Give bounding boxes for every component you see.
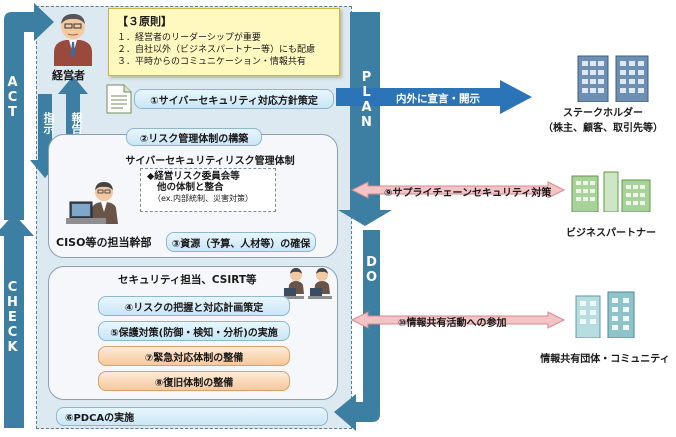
- risk-box: ②リスク管理体制の構築: [126, 128, 262, 146]
- document-icon: [106, 84, 132, 114]
- csirt-title: セキュリティ担当、CSIRT等: [118, 274, 257, 286]
- do-label: DO: [364, 255, 380, 285]
- plan-arrow: [338, 12, 392, 226]
- committee-line1: ◆経営リスク委員会等: [147, 171, 240, 182]
- executive-icon: [54, 14, 92, 66]
- pdca-box: ⑥PDCAの実施: [56, 407, 328, 426]
- stakeholder-building-icon: [577, 55, 649, 102]
- ciso-icon: [66, 182, 118, 224]
- resources-box: ③資源（予算、人材等）の確保: [166, 232, 316, 252]
- act-arrow: [4, 3, 54, 220]
- principles-title: 【３原則】: [117, 15, 172, 28]
- check-text: CHECK: [5, 280, 20, 355]
- csirt-staff-icon: [282, 268, 332, 299]
- partner-building-icon: [571, 171, 651, 212]
- info-share-label: ⑩情報共有活動への参加: [398, 318, 507, 329]
- info-share-arrow: [350, 311, 566, 329]
- principle-item: ３．平時からのコミュニケーション・情報共有: [117, 57, 306, 67]
- principle-item: ２．自社以外（ビジネスパートナー等）にも配慮: [117, 45, 316, 55]
- task-protection: ⑤保護対策(防御・検知・分析)の実施: [98, 321, 290, 341]
- principle-item: １．経営者のリーダーシップが重要: [117, 33, 261, 43]
- check-arrow: [0, 214, 34, 428]
- community-building-icon: [575, 291, 635, 338]
- plan-text: PLAN: [359, 70, 374, 130]
- announce-label: 内外に宣言・開示: [396, 93, 480, 105]
- task-emergency: ⑦緊急対応体制の整備: [98, 346, 290, 366]
- act-text: ACT: [5, 75, 20, 120]
- stakeholder-line1: ステークホルダー: [563, 108, 643, 119]
- ciso-label: CISO等の担当幹部: [56, 236, 152, 249]
- do-text: DO: [364, 255, 379, 285]
- plan-label: PLAN: [359, 70, 379, 130]
- executive-label: 経営者: [52, 69, 85, 82]
- committee-note: （ex.内部統制、災害対策）: [153, 194, 254, 203]
- stakeholder-line2: （株主、顧客、取引先等）: [543, 123, 663, 134]
- task-recovery: ⑧復旧体制の整備: [98, 371, 290, 391]
- stakeholder-label: ステークホルダー （株主、顧客、取引先等）: [530, 104, 676, 134]
- report-arrow: [58, 76, 88, 160]
- committee-line2: 他の体制と整合: [157, 182, 224, 193]
- principles-box: 【３原則】 １．経営者のリーダーシップが重要 ２．自社以外（ビジネスパートナー等…: [108, 8, 340, 76]
- risk-system-title: サイバーセキュリティリスク管理体制: [125, 156, 295, 167]
- partner-label: ビジネスパートナー: [566, 228, 656, 239]
- instruct-label: 指示: [42, 112, 55, 134]
- task-risk-plan: ④リスクの把握と対応計画策定: [98, 296, 290, 316]
- announce-arrow: [336, 80, 532, 114]
- committee-box: ◆経営リスク委員会等 他の体制と整合 （ex.内部統制、災害対策）: [140, 168, 276, 212]
- supply-chain-label: ⑨サプライチェーンセキュリティ対策: [384, 188, 552, 199]
- instruct-arrow: [30, 94, 60, 178]
- report-label: 報告: [70, 112, 83, 134]
- community-label: 情報共有団体・コミュニティ: [540, 354, 670, 365]
- act-label: ACT: [5, 75, 23, 120]
- do-arrow: [334, 230, 380, 431]
- check-label: CHECK: [5, 280, 23, 355]
- policy-box: ①サイバーセキュリティ対応方針策定: [134, 89, 334, 109]
- supply-chain-arrow: [350, 181, 566, 199]
